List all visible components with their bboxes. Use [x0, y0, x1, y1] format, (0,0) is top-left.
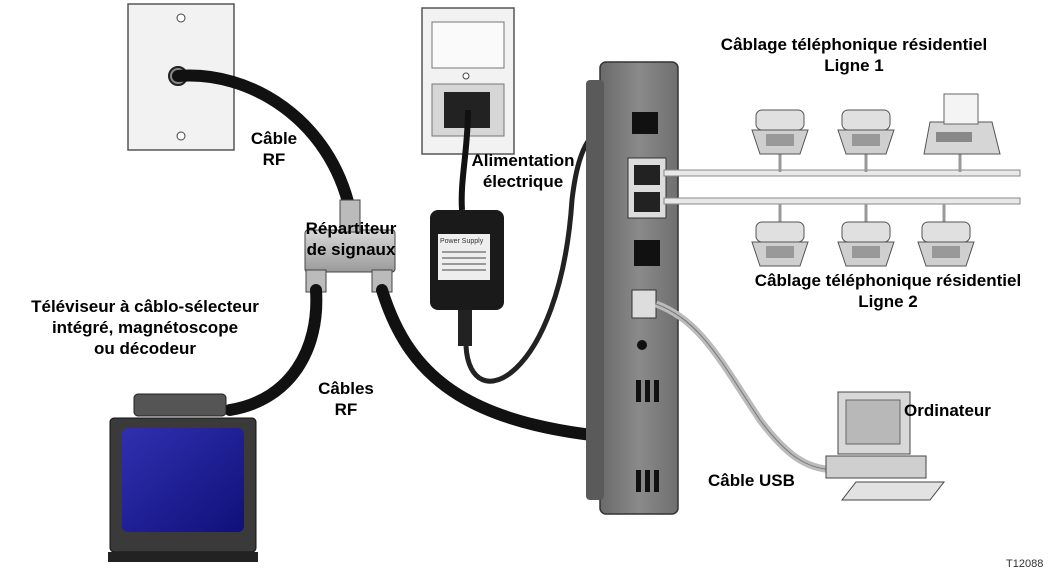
- label-cables-rf: Câbles RF: [306, 378, 386, 420]
- telephone-icon: [837, 221, 895, 267]
- computer-icon: [825, 391, 946, 501]
- label-power-1: Alimentation: [471, 151, 575, 170]
- label-tv-2: intégré, magnétoscope: [51, 318, 239, 337]
- signal-splitter: [304, 199, 396, 293]
- label-cable-rf: Câble RF: [244, 128, 304, 170]
- label-tv-1: Téléviseur à câblo-sélecteur: [31, 297, 259, 316]
- label-usb: Câble USB: [708, 471, 795, 490]
- phone-line-wires: [663, 152, 1021, 228]
- label-cables-rf-1: Câbles: [318, 379, 374, 398]
- telephone-icon: [751, 109, 809, 155]
- label-splitter-1: Répartiteur: [305, 219, 397, 238]
- label-phone-line-1-line: Ligne 1: [824, 56, 884, 75]
- telephone-icon: [751, 221, 809, 267]
- label-power: Alimentation électrique: [460, 150, 586, 192]
- label-computer: Ordinateur: [904, 401, 991, 420]
- label-cable-rf-1: Câble: [250, 129, 298, 148]
- label-phone-line-2-line: Ligne 2: [858, 292, 918, 311]
- coax-cable-modem: [376, 284, 654, 446]
- power-supply-label: Power Supply: [440, 238, 484, 245]
- label-cable-rf-2: RF: [262, 150, 286, 169]
- label-cables-rf-2: RF: [334, 400, 358, 419]
- television-icon: [108, 393, 258, 562]
- label-phone-line-1: Câblage téléphonique résidentiel Ligne 1: [704, 34, 1004, 76]
- label-power-2: électrique: [482, 172, 564, 191]
- label-tv-3: ou décodeur: [93, 339, 196, 358]
- figure-id: T12088: [1006, 558, 1044, 570]
- wall-power-outlet: [421, 7, 515, 155]
- coax-cable-wall: [172, 69, 356, 216]
- power-cord-outlet: [458, 109, 471, 211]
- label-splitter-2: de signaux: [306, 240, 396, 259]
- cable-modem: [586, 61, 679, 515]
- telephone-icon: [837, 109, 895, 155]
- label-phone-line-2-text: Câblage téléphonique résidentiel: [754, 271, 1022, 290]
- label-splitter: Répartiteur de signaux: [294, 218, 408, 260]
- fax-machine-icon: [923, 93, 1001, 155]
- usb-cable: [654, 300, 841, 474]
- label-phone-line-2: Câblage téléphonique résidentiel Ligne 2: [728, 270, 1048, 312]
- telephone-icon: [917, 221, 975, 267]
- coax-cable-tv: [224, 284, 323, 416]
- power-supply-unit: [430, 210, 504, 346]
- label-tv: Téléviseur à câblo-sélecteur intégré, ma…: [4, 296, 286, 359]
- label-phone-line-1-text: Câblage téléphonique résidentiel: [720, 35, 988, 54]
